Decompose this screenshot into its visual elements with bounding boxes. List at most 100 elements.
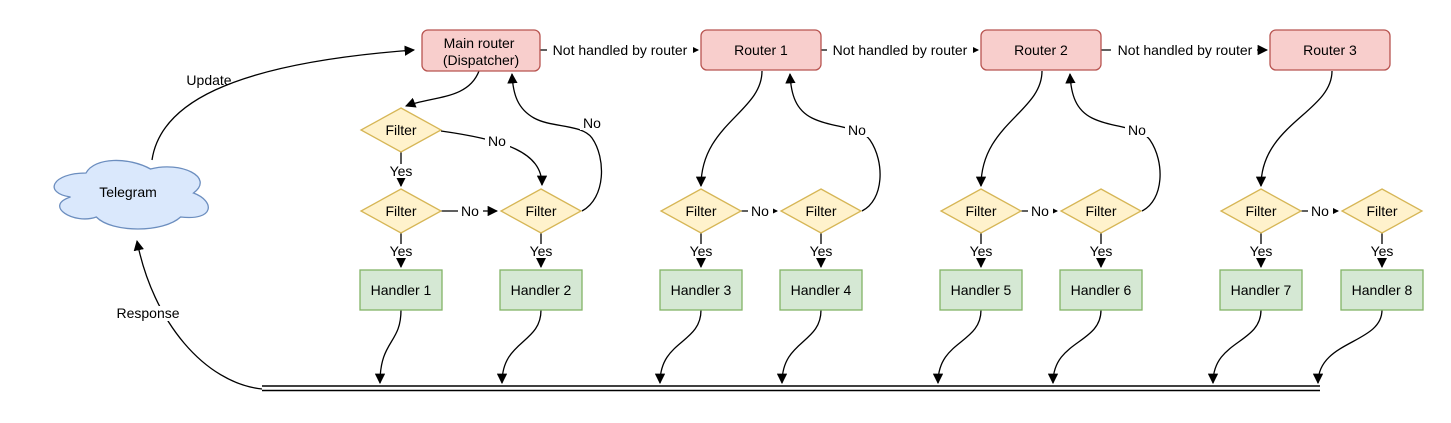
- label-bg: [547, 42, 693, 58]
- handler7-box: [1219, 269, 1303, 311]
- router2-to-filter-edge: [975, 70, 1043, 188]
- router3-label: Router 3: [1303, 42, 1357, 58]
- label-bg: [687, 244, 715, 258]
- filter-diamond-6: [1059, 188, 1143, 234]
- yes-label-7: Yes: [1250, 243, 1273, 259]
- filter-label-1: Filter: [385, 203, 416, 219]
- filter-label-2: Filter: [525, 203, 556, 219]
- no-edge-filterE-router1: [785, 72, 881, 212]
- no-label-1: No: [461, 203, 479, 219]
- handler3-box: [659, 269, 743, 311]
- handler8-drop-edge: [1312, 309, 1383, 385]
- no-label-3: No: [751, 203, 769, 219]
- update-label: Update: [186, 72, 231, 88]
- filter-label-4: Filter: [805, 203, 836, 219]
- filter-label-8: Filter: [1366, 203, 1397, 219]
- main-router-box: [421, 29, 541, 72]
- label-bg: [580, 116, 605, 130]
- router1-label: Router 1: [734, 42, 788, 58]
- filter-diamond-0: [359, 107, 443, 153]
- label-bg: [485, 134, 510, 148]
- no-label-7: No: [1311, 203, 1329, 219]
- label-bg: [845, 123, 870, 137]
- filter-diamond-5: [939, 188, 1023, 234]
- filter-nodes: Filter Filter Filter Filter Filter Filte…: [359, 107, 1424, 234]
- not-handled-label-1: Not handled by router: [553, 42, 688, 58]
- label-bg: [1368, 244, 1396, 258]
- main-router-node: Main router (Dispatcher): [421, 29, 541, 72]
- handler2-label: Handler 2: [511, 282, 572, 298]
- handler1-drop-edge: [374, 309, 402, 385]
- handler4-drop-edge: [776, 309, 822, 385]
- telegram-cloud-group: Telegram: [53, 159, 209, 230]
- yes-label-6: Yes: [1090, 243, 1113, 259]
- filter-diamond-4: [779, 188, 863, 234]
- yes-label-8: Yes: [1371, 243, 1394, 259]
- label-bg: [967, 244, 995, 258]
- main-router-label: Main router (Dispatcher): [443, 35, 519, 68]
- filter-diamond-3: [659, 188, 743, 234]
- router1-box: [700, 29, 822, 71]
- handler6-drop-edge: [1047, 309, 1102, 385]
- label-bg: [748, 204, 773, 218]
- telegram-label: Telegram: [99, 184, 157, 200]
- telegram-cloud: [53, 159, 209, 230]
- handler3-drop-edge: [654, 309, 702, 385]
- router2-node: Router 2: [980, 29, 1102, 71]
- label-bg: [387, 244, 415, 258]
- handler6-box: [1059, 269, 1143, 311]
- response-edge: [133, 239, 263, 390]
- handler2-box: [499, 269, 583, 311]
- filter-diamond-2: [499, 188, 583, 234]
- router3-to-filter-edge: [1255, 70, 1333, 188]
- no-label-5: No: [1031, 203, 1049, 219]
- label-bg: [1125, 123, 1150, 137]
- not-handled-label-2: Not handled by router: [833, 42, 968, 58]
- handler5-box: [939, 269, 1023, 311]
- filter-diamond-1: [359, 188, 443, 234]
- no-label-4: No: [848, 122, 866, 138]
- handler5-label: Handler 5: [951, 282, 1012, 298]
- label-bg: [113, 306, 183, 321]
- update-edge: [151, 45, 416, 161]
- handler4-label: Handler 4: [791, 282, 852, 298]
- filter-diamond-7: [1219, 188, 1303, 234]
- no-edge-filterA-filterC: [440, 130, 548, 187]
- label-bg: [1111, 42, 1257, 58]
- yes-label-3: Yes: [690, 243, 713, 259]
- no-edge-filterG-router2: [1065, 72, 1161, 212]
- handler3-label: Handler 3: [671, 282, 732, 298]
- label-bg: [1308, 204, 1333, 218]
- edges: [133, 44, 1388, 392]
- filter-label-3: Filter: [685, 203, 716, 219]
- handler7-drop-edge: [1207, 309, 1262, 385]
- handler-nodes: Handler 1 Handler 2 Handler 3 Handler 4 …: [359, 269, 1424, 311]
- router2-box: [980, 29, 1102, 71]
- label-bg: [458, 204, 483, 218]
- no-label-0: No: [488, 133, 506, 149]
- label-bg: [1087, 244, 1115, 258]
- label-bg: [827, 42, 973, 58]
- label-bg: [1247, 244, 1275, 258]
- dispatcher-to-filter-edge: [405, 70, 480, 108]
- router3-node: Router 3: [1269, 29, 1391, 71]
- router1-node: Router 1: [700, 29, 822, 71]
- label-bg: [527, 244, 555, 258]
- yes-label-2: Yes: [530, 243, 553, 259]
- filter-label-5: Filter: [965, 203, 996, 219]
- not-handled-label-3: Not handled by router: [1118, 42, 1253, 58]
- yes-label-0: Yes: [390, 163, 413, 179]
- filter-label-0: Filter: [385, 122, 416, 138]
- label-bg: [387, 164, 415, 178]
- filter-label-7: Filter: [1245, 203, 1276, 219]
- handler8-box: [1340, 269, 1424, 311]
- handler6-label: Handler 6: [1071, 282, 1132, 298]
- handler1-box: [359, 269, 443, 311]
- router1-to-filter-edge: [695, 70, 763, 188]
- router2-label: Router 2: [1014, 42, 1068, 58]
- handler2-drop-edge: [496, 309, 542, 385]
- handler7-label: Handler 7: [1231, 282, 1292, 298]
- handler4-box: [779, 269, 863, 311]
